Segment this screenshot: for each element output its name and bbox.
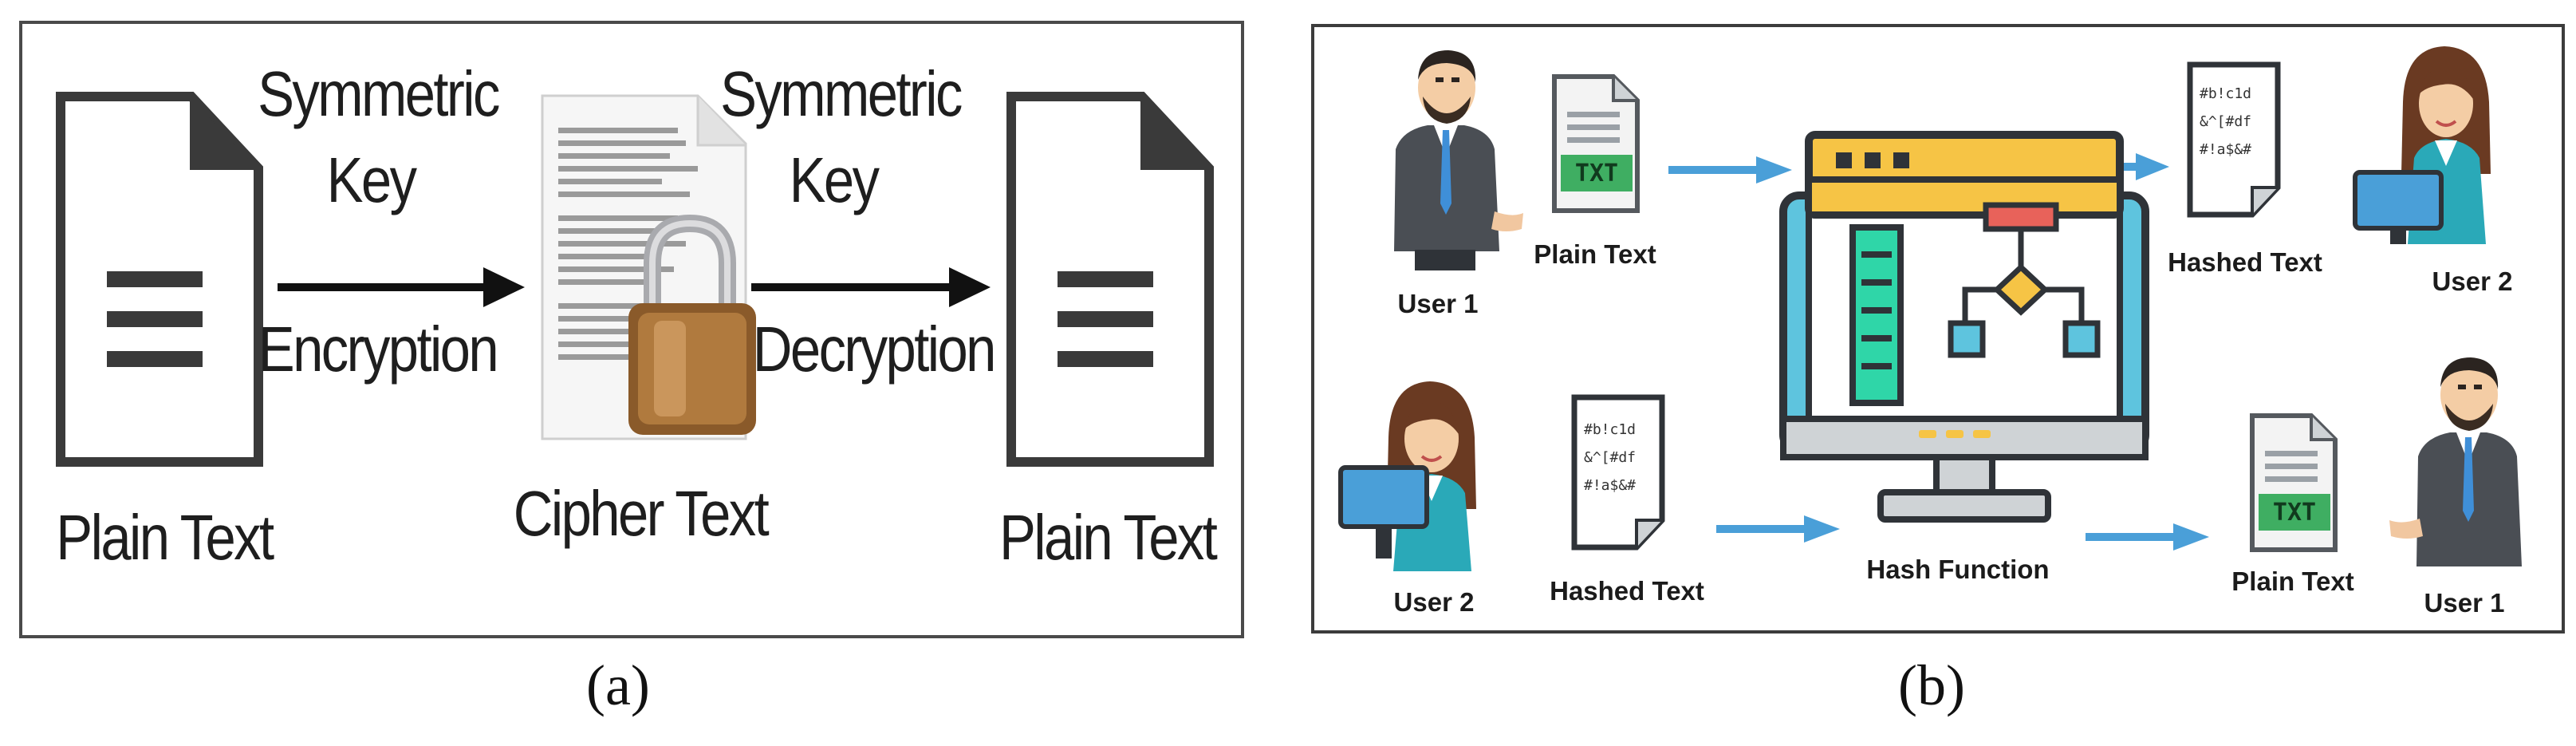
- txt-badge-top: TXT: [1574, 160, 1619, 187]
- hashed-text-top-label: Hashed Text: [2168, 247, 2322, 277]
- cipher-lock-icon: [541, 94, 756, 440]
- monitor-flowchart-icon: [1779, 131, 2149, 523]
- hashed-file-icon-bottom: [1571, 394, 1665, 551]
- arrow-icon-encrypt: [278, 267, 525, 307]
- arrow-icon-b2: [2105, 153, 2169, 180]
- arrow-icon-b3: [1716, 515, 1840, 543]
- hash-function-label: Hash Function: [1866, 555, 2050, 584]
- hashed-file-icon-top: [2187, 61, 2281, 218]
- hash-line2-bottom: &^[#df: [1584, 449, 1637, 466]
- businessman-icon-top: [1394, 50, 1523, 270]
- arrow-icon-b1: [1668, 156, 1792, 184]
- plain-text-top-label: Plain Text: [1534, 239, 1656, 269]
- businesswoman-icon-bottom: [1338, 381, 1476, 571]
- hash-line2-top: &^[#df: [2200, 113, 2252, 130]
- user2-bottom-label: User 2: [1393, 587, 1475, 617]
- decrypt-label-top: Symmetric: [720, 58, 963, 129]
- decrypt-label-bottom: Decryption: [752, 314, 997, 385]
- caption-a: (a): [586, 653, 650, 717]
- encrypt-label-bottom: Encryption: [258, 314, 499, 385]
- decrypt-label-mid: Key: [789, 144, 880, 215]
- plain-text-bottom-label: Plain Text: [2231, 566, 2354, 596]
- encrypt-label-mid: Key: [326, 144, 417, 215]
- user1-top-label: User 1: [1397, 289, 1479, 318]
- plain-text-left-label: Plain Text: [56, 502, 274, 573]
- txt-badge-bottom: TXT: [2272, 499, 2317, 527]
- user1-bottom-label: User 1: [2424, 588, 2505, 618]
- document-icon-right: [1006, 92, 1214, 467]
- hash-line3-top: #!a$&#: [2200, 141, 2252, 158]
- txt-file-icon-top: [1552, 74, 1640, 213]
- user2-top-label: User 2: [2432, 266, 2513, 296]
- businesswoman-icon-top: [2353, 46, 2491, 244]
- businessman-icon-bottom: [2389, 357, 2522, 566]
- txt-file-icon-bottom: [2250, 413, 2338, 552]
- document-icon-left: [56, 92, 263, 467]
- plain-text-right-label: Plain Text: [999, 502, 1218, 573]
- cipher-text-label: Cipher Text: [513, 478, 770, 549]
- hash-line1-bottom: #b!c1d: [1584, 421, 1637, 438]
- hashed-text-bottom-label: Hashed Text: [1550, 576, 1704, 606]
- hash-line1-top: #b!c1d: [2200, 85, 2252, 102]
- hash-line3-bottom: #!a$&#: [1584, 477, 1637, 494]
- arrow-icon-decrypt: [751, 267, 991, 307]
- encrypt-label-top: Symmetric: [258, 58, 500, 129]
- arrow-icon-b4: [2086, 523, 2209, 551]
- caption-b: (b): [1898, 653, 1965, 717]
